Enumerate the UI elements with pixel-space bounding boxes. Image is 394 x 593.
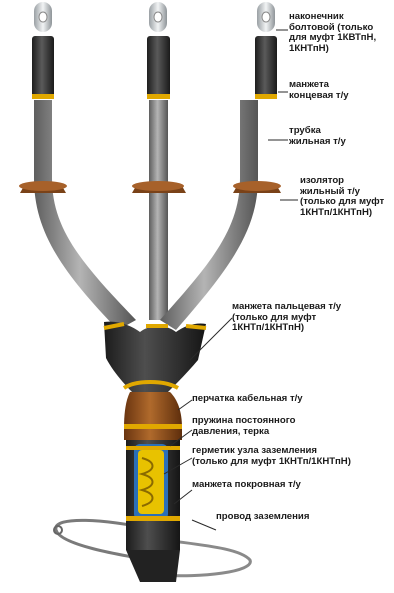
label-spring-line: пружина постоянного [192, 416, 295, 427]
label-core-tube-line: жильная т/у [289, 137, 346, 148]
label-sealant-line: (только для муфт 1КНТп/1КНТпН) [192, 457, 351, 468]
right-core [160, 2, 281, 330]
cable-body [126, 440, 180, 582]
label-cover-cuff-line: манжета покровная т/у [192, 480, 301, 491]
label-sealant: герметик узла заземления (только для муф… [192, 446, 351, 467]
label-lug-line: наконечник [289, 12, 376, 23]
label-insulator-line: изолятор [300, 176, 384, 187]
left-core [19, 2, 136, 330]
label-finger-cuff-line: манжета пальцевая т/у [232, 302, 341, 313]
label-lug-line: 1КНТпН) [289, 44, 376, 55]
label-end-cuff-line: манжета [289, 80, 349, 91]
label-end-cuff: манжета концевая т/у [289, 80, 349, 101]
label-lug: наконечник болтовой (только для муфт 1КВ… [289, 12, 376, 54]
label-lug-line: для муфт 1КВТпН, [289, 33, 376, 44]
label-finger-cuff: манжета пальцевая т/у (только для муфт 1… [232, 302, 341, 334]
label-insulator-line: 1КНТп/1КНТпН) [300, 208, 384, 219]
label-insulator: изолятор жильный т/у (только для муфт 1К… [300, 176, 384, 218]
label-glove-line: перчатка кабельная т/у [192, 394, 303, 405]
label-cover-cuff: манжета покровная т/у [192, 480, 301, 491]
middle-core [132, 2, 186, 320]
label-end-cuff-line: концевая т/у [289, 91, 349, 102]
label-spring: пружина постоянного давления, терка [192, 416, 295, 437]
label-finger-cuff-line: 1КНТп/1КНТпН) [232, 323, 341, 334]
label-sealant-line: герметик узла заземления [192, 446, 351, 457]
label-ground-wire: провод заземления [216, 512, 309, 523]
label-spring-line: давления, терка [192, 427, 295, 438]
label-core-tube-line: трубка [289, 126, 346, 137]
label-ground-wire-line: провод заземления [216, 512, 309, 523]
label-core-tube: трубка жильная т/у [289, 126, 346, 147]
label-glove: перчатка кабельная т/у [192, 394, 303, 405]
label-insulator-line: (только для муфт [300, 197, 384, 208]
